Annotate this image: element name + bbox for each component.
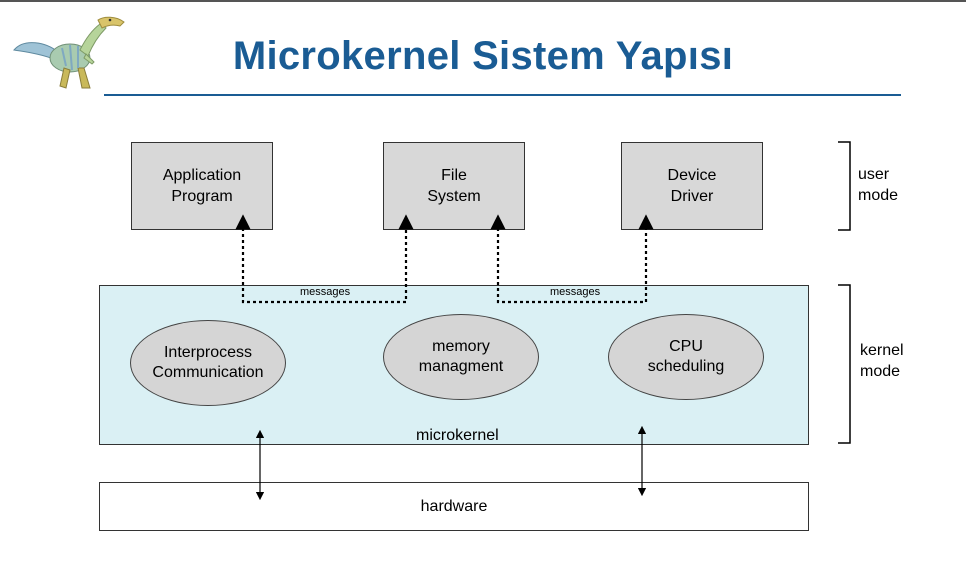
microkernel-label: microkernel: [416, 427, 499, 444]
hardware-box: hardware: [99, 482, 809, 531]
title-underline: [104, 94, 901, 96]
message-label-2: messages: [550, 286, 601, 298]
message-path-2: [490, 214, 654, 304]
dinosaur-logo-icon: [13, 16, 125, 89]
slide-title: Microkernel Sistem Yapısı: [232, 34, 734, 78]
user-mode-label: user mode: [858, 166, 899, 204]
top-border: [0, 0, 966, 2]
memory-management-component: memory managment: [383, 314, 539, 400]
user-mode-bracket: [838, 141, 851, 231]
kernel-mode-label: kernel mode: [860, 342, 904, 380]
ipc-component: Interprocess Communication: [130, 320, 286, 406]
cpu-scheduling-component: CPU scheduling: [608, 314, 764, 400]
message-label-1: messages: [300, 286, 351, 298]
message-path-1: [235, 214, 414, 304]
kernel-mode-bracket: [838, 284, 851, 444]
